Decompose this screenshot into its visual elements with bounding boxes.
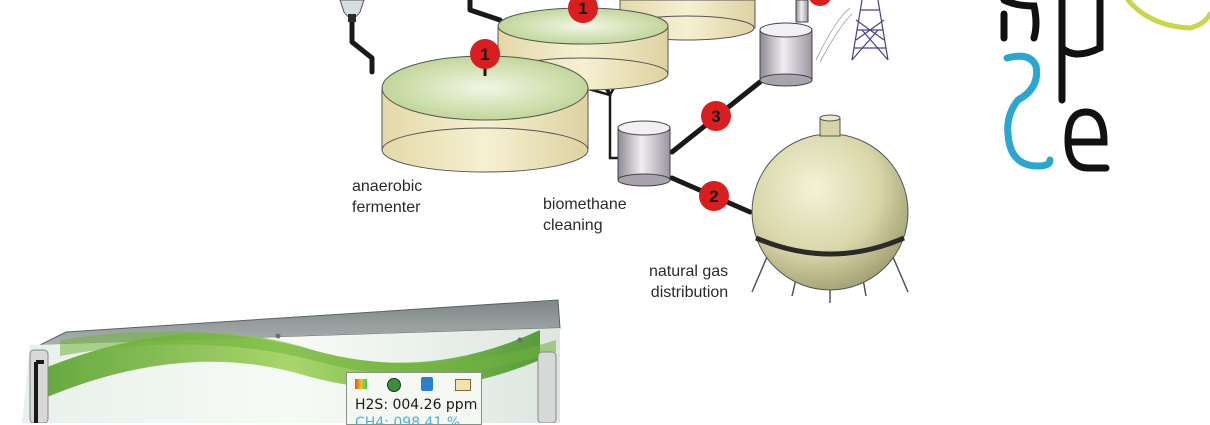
marker-1-fermenter-label: 1 xyxy=(480,45,489,64)
anaerobic-fermenter-label: anaerobic fermenter xyxy=(352,176,422,218)
natural-gas-distribution-label-line1: natural gas xyxy=(649,263,729,280)
chp-unit xyxy=(759,0,813,87)
anaerobic-fermenter-label-line2: fermenter xyxy=(352,199,421,216)
ap2e-logo xyxy=(1000,0,1210,172)
signal-icon xyxy=(355,379,367,389)
biomethane-cleaning-label: biomethane cleaning xyxy=(543,194,627,236)
marker-1-fermenter: 1 xyxy=(470,39,500,76)
gear-icon xyxy=(387,378,401,392)
natural-gas-sphere xyxy=(751,114,909,303)
natural-gas-distribution-label-line2: distribution xyxy=(650,284,729,301)
marker-3: 3 xyxy=(701,101,731,131)
power-pylon-icon xyxy=(815,0,889,63)
natural-gas-distribution-label: natural gas distribution xyxy=(649,261,728,303)
lcd-h2s-reading: H2S: 004.26 ppm xyxy=(355,397,478,413)
marker-1-middle: 1 xyxy=(568,0,598,23)
anaerobic-fermenter-tank xyxy=(381,55,589,173)
marker-2-label: 2 xyxy=(709,187,718,206)
lcd-ch4-reading: CH4: 098.41 % xyxy=(355,415,461,425)
marker-partial-top-right xyxy=(809,0,831,6)
probe-icon xyxy=(421,377,433,391)
lcd-icon-row xyxy=(355,377,473,393)
anaerobic-fermenter-label-line1: anaerobic xyxy=(352,178,423,195)
biomethane-cleaning-label-line2: cleaning xyxy=(543,217,603,234)
marker-2: 2 xyxy=(699,181,729,211)
analyzer-lcd-screen: H2S: 004.26 ppm CH4: 098.41 % xyxy=(346,372,482,425)
printer-icon xyxy=(455,379,471,391)
biomethane-cleaning-label-line1: biomethane xyxy=(543,196,627,213)
biomethane-cleaning-unit xyxy=(617,120,671,187)
marker-1-middle-label: 1 xyxy=(578,0,587,18)
gas-probe-icon xyxy=(339,0,365,22)
marker-3-label: 3 xyxy=(711,107,720,126)
